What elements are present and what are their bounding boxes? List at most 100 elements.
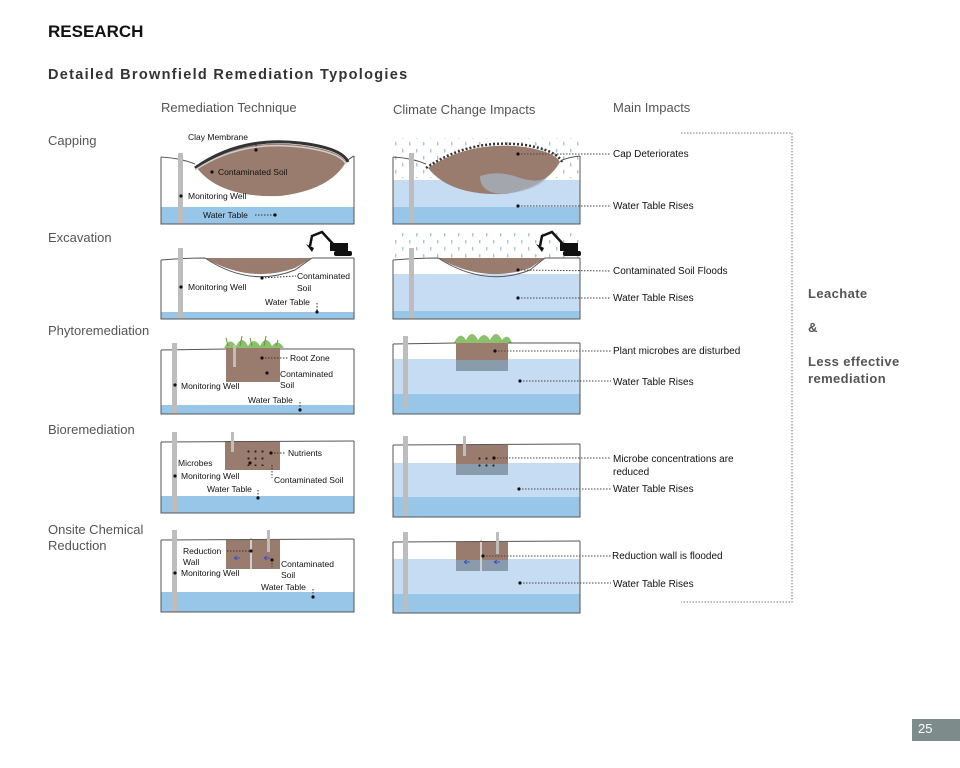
monitoring-well [403, 336, 408, 409]
summary-line-leachate: Leachate [808, 286, 868, 301]
impact-water-table-rises: Water Table Rises [613, 377, 694, 388]
impact-microbe-concentrations: Microbe concentrations are [613, 454, 734, 465]
summary-text: Leachate & Less effective remediation [808, 285, 900, 387]
clay-membrane [194, 140, 350, 170]
excavator-icon [306, 230, 352, 256]
label-water-table: Water Table [207, 484, 252, 494]
water-table-area [393, 394, 580, 414]
excavator-icon [536, 230, 581, 256]
monitoring-well [172, 530, 177, 612]
plants-icon [224, 335, 284, 348]
label-contaminated-soil: Contaminated Soil [218, 167, 288, 177]
contaminated-soil-area [456, 342, 508, 360]
label-monitoring-well: Monitoring Well [181, 568, 240, 578]
page-title: RESEARCH [48, 22, 144, 41]
panel-capping-climate [392, 138, 581, 225]
page-subtitle: Detailed Brownfield Remediation Typologi… [48, 67, 409, 83]
summary-line-less-effective: Less effective [808, 354, 900, 369]
label-nutrients: Nutrients [288, 448, 322, 458]
label-soil: Soil [280, 380, 294, 390]
water-table-area [161, 496, 354, 513]
impact-water-table-rises: Water Table Rises [613, 579, 694, 590]
impact-labels: Cap Deteriorates Water Table Rises Conta… [612, 149, 740, 590]
impact-water-table-rises: Water Table Rises [613, 484, 694, 495]
label-monitoring-well: Monitoring Well [181, 471, 240, 481]
impact-water-table-rises: Water Table Rises [613, 201, 694, 212]
impact-leaders [481, 152, 612, 585]
contaminated-soil-area [197, 143, 346, 197]
monitoring-well [178, 153, 183, 224]
impact-bracket [681, 132, 793, 603]
impact-water-table-rises: Water Table Rises [613, 293, 694, 304]
raised-water-area [393, 274, 580, 311]
impact-reduction-wall-flooded: Reduction wall is flooded [612, 551, 723, 562]
label-monitoring-well: Monitoring Well [188, 191, 247, 201]
label-monitoring-well: Monitoring Well [188, 282, 247, 292]
impact-plant-microbes: Plant microbes are disturbed [613, 346, 740, 357]
column-header-climate: Climate Change Impacts [393, 102, 536, 117]
microbes-dots [476, 454, 496, 470]
row-label-bioremediation: Bioremediation [48, 422, 135, 437]
contaminated-soil-area [226, 540, 280, 569]
panel-chemical-climate [392, 532, 581, 614]
water-table-area [393, 594, 580, 613]
monitoring-well [172, 432, 177, 513]
impact-cap-deteriorates: Cap Deteriorates [613, 149, 689, 160]
label-water-table: Water Table [203, 210, 248, 220]
row-label-line: Onsite Chemical [48, 522, 144, 537]
contaminated-soil-area [205, 258, 312, 275]
page-number: 25 [912, 719, 960, 741]
water-table-area [393, 311, 580, 319]
contaminated-soil-area [438, 258, 545, 275]
flooded-soil-area [456, 360, 508, 371]
panel-bio-climate [392, 436, 581, 518]
label-contaminated: Contaminated [297, 271, 350, 281]
monitoring-well [178, 248, 183, 319]
microbes-dots [246, 446, 268, 466]
panel-phyto-climate [392, 334, 581, 415]
impact-soil-floods: Contaminated Soil Floods [613, 266, 728, 277]
monitoring-well [403, 532, 408, 612]
impact-microbe-concentrations-cont: reduced [613, 467, 649, 478]
monitoring-well [409, 248, 414, 319]
water-table-area [393, 207, 580, 224]
label-water-table: Water Table [248, 395, 293, 405]
water-table-area [161, 592, 354, 612]
label-microbes: Microbes [178, 458, 212, 468]
summary-line-remediation: remediation [808, 371, 887, 386]
column-header-impacts: Main Impacts [613, 100, 691, 115]
water-table-area [161, 207, 354, 224]
label-clay-membrane: Clay Membrane [188, 132, 248, 142]
column-header-technique: Remediation Technique [161, 100, 297, 115]
label-contaminated-soil: Contaminated Soil [274, 475, 344, 485]
row-label-phytoremediation: Phytoremediation [48, 323, 150, 338]
water-table-area [161, 312, 354, 319]
monitoring-well [172, 343, 177, 414]
summary-line-ampersand: & [808, 320, 818, 335]
panel-excavation-technique: Contaminated Soil Monitoring Well Water … [160, 230, 355, 320]
monitoring-well [403, 436, 408, 517]
panel-capping-technique: Clay Membrane Contaminated Soil Monitori… [160, 132, 355, 225]
monitoring-well [409, 153, 414, 224]
label-contaminated: Contaminated [280, 369, 333, 379]
label-root-zone: Root Zone [290, 353, 330, 363]
label-soil: Soil [297, 283, 311, 293]
panel-chemical-technique: Reduction Wall Monitoring Well Contamina… [160, 530, 355, 613]
label-reduction: Reduction [183, 546, 222, 556]
row-label-capping: Capping [48, 133, 97, 148]
label-water-table: Water Table [261, 582, 306, 592]
row-label-line: Reduction [48, 538, 107, 553]
label-monitoring-well: Monitoring Well [181, 381, 240, 391]
panel-bio-technique: Nutrients Microbes Monitoring Well Conta… [160, 432, 355, 514]
row-label-chemical-reduction: Onsite Chemical Reduction [48, 522, 143, 554]
panel-excavation-climate [392, 230, 581, 320]
plants-icon [454, 334, 512, 343]
rain-pattern [393, 233, 580, 261]
water-table-area [161, 405, 354, 414]
label-water-table: Water Table [265, 297, 310, 307]
water-table-area [393, 497, 580, 517]
panel-phyto-technique: Root Zone Contaminated Soil Monitoring W… [160, 335, 355, 415]
label-soil: Soil [281, 570, 295, 580]
label-contaminated: Contaminated [281, 559, 334, 569]
